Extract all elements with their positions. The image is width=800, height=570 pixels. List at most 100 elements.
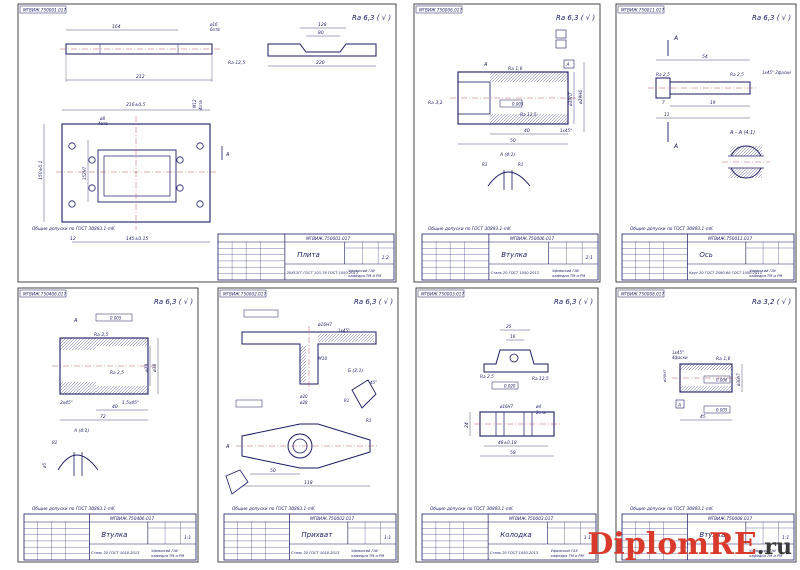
drawing-line xyxy=(491,114,503,124)
drawing-circle xyxy=(196,200,204,208)
drawing-rect xyxy=(555,39,567,49)
dim-text: 45 xyxy=(700,414,706,420)
dim-text: Ra 1,6 xyxy=(508,66,523,72)
drawing-line xyxy=(718,364,726,370)
dim-text: 24 xyxy=(464,422,470,428)
dim-text: 1,5x45° xyxy=(122,400,139,406)
dim-text: ø5 xyxy=(42,463,47,469)
drawing-rect xyxy=(617,5,665,14)
dim-text: 1x45° xyxy=(672,350,684,355)
drawing-line xyxy=(491,72,503,82)
drawing-rect xyxy=(617,289,665,298)
drawing-line xyxy=(515,114,527,124)
drawing-rect xyxy=(703,405,731,414)
drawing-line xyxy=(65,338,79,350)
title-block-material: Круг 20 ГОСТ 2590-88 ГОСТ 1050-2013 xyxy=(689,271,763,275)
drawing-line xyxy=(68,382,82,394)
dim-text: ø20H7 xyxy=(662,369,667,383)
drawing-line xyxy=(108,338,118,346)
drawing-line xyxy=(703,364,711,370)
drawing-line xyxy=(102,338,112,346)
drawing-line xyxy=(490,114,500,124)
dim-text: 164 xyxy=(112,24,121,30)
drawing-line xyxy=(129,386,139,394)
drawing-line xyxy=(96,386,106,394)
title-block-dept: кафедра ТМ и РМ xyxy=(348,274,381,278)
drawing-rect xyxy=(563,59,575,69)
drawing-line xyxy=(509,114,521,124)
drawing-line xyxy=(533,114,545,124)
dim-text: 220 xyxy=(316,60,325,66)
drawing-rect xyxy=(223,513,397,561)
drawing-line xyxy=(530,72,542,82)
drawing-line xyxy=(512,72,524,82)
drawing-circle xyxy=(68,200,76,208)
dim-text: 45° xyxy=(370,380,377,385)
drawing-line xyxy=(694,364,702,370)
drawing-line xyxy=(682,364,690,370)
sheet-roughness: Ra 6,3 ( √ ) xyxy=(154,298,193,306)
drawing-line xyxy=(62,382,76,394)
drawing-line xyxy=(688,364,696,370)
drawing-line xyxy=(563,77,568,82)
general-tolerance-note: Общие допуски по ГОСТ 30893.1-mK xyxy=(32,506,116,512)
drawing-line xyxy=(527,114,539,124)
title-block-code: МГВИЖ.750006.017 xyxy=(510,236,554,242)
drawing-line xyxy=(539,72,551,82)
title-block-name: Ось xyxy=(699,251,712,259)
general-tolerance-note: Общие допуски по ГОСТ 30893.1-mK xyxy=(630,226,714,232)
drawing-line xyxy=(132,386,142,394)
dim-text: R3 xyxy=(482,162,488,167)
hatch-area xyxy=(300,346,306,382)
section-mark: A xyxy=(483,62,488,68)
drawing-line xyxy=(348,334,358,342)
drawing-path xyxy=(487,171,531,187)
dim-text: Б (2:1) xyxy=(348,368,364,374)
drawing-line xyxy=(126,386,136,394)
drawing-rect xyxy=(17,287,199,563)
drawing-line xyxy=(688,386,696,392)
sheet-code-top: МГВИЖ.750406.017 xyxy=(23,291,66,296)
drawing-line xyxy=(536,114,548,124)
general-tolerance-note: Общие допуски по ГОСТ 30893.1-mK xyxy=(232,506,316,512)
drawing-line xyxy=(539,114,551,124)
drawing-line xyxy=(715,364,723,370)
drawing-line xyxy=(351,334,361,342)
drawing-line xyxy=(494,72,506,82)
title-block-name: Прихват xyxy=(301,531,333,539)
drawing-circle xyxy=(509,353,519,363)
dim-text: 216±0.5 xyxy=(126,102,146,108)
drawing-line xyxy=(730,146,737,153)
dim-text: 50 xyxy=(510,138,516,144)
section-mark: A xyxy=(73,318,78,324)
drawing-line xyxy=(74,338,88,350)
drawing-rect xyxy=(95,313,133,322)
drawing-line xyxy=(120,386,130,394)
drawing-line xyxy=(709,364,717,370)
drawing-rect xyxy=(421,513,597,561)
section-mark: A xyxy=(677,402,681,408)
drawing-line xyxy=(99,386,109,394)
drawing-line xyxy=(745,161,762,178)
drawing-line xyxy=(694,386,702,392)
sheet-roughness: Ra 6,3 ( √ ) xyxy=(556,14,595,22)
hatch-lines xyxy=(96,386,148,394)
drawing-line xyxy=(557,114,568,124)
title-block-material: 20Х13ГГ ГОСТ 103-76 ГОСТ 1050-2013 xyxy=(287,271,359,275)
title-block-dept: кафедра ТМ и РМ xyxy=(552,274,585,278)
dim-text: 4отв xyxy=(98,121,108,126)
title-block-scale: 1:1 xyxy=(782,535,789,541)
drawing-rect xyxy=(421,233,599,281)
dim-text: ø39h7 xyxy=(568,92,574,107)
sheet-roughness: Ra 6,3 ( √ ) xyxy=(352,14,391,22)
drawing-line xyxy=(545,72,557,82)
drawing-rect xyxy=(17,3,397,283)
title-block-org: Уфимский ГАУ xyxy=(749,549,777,553)
